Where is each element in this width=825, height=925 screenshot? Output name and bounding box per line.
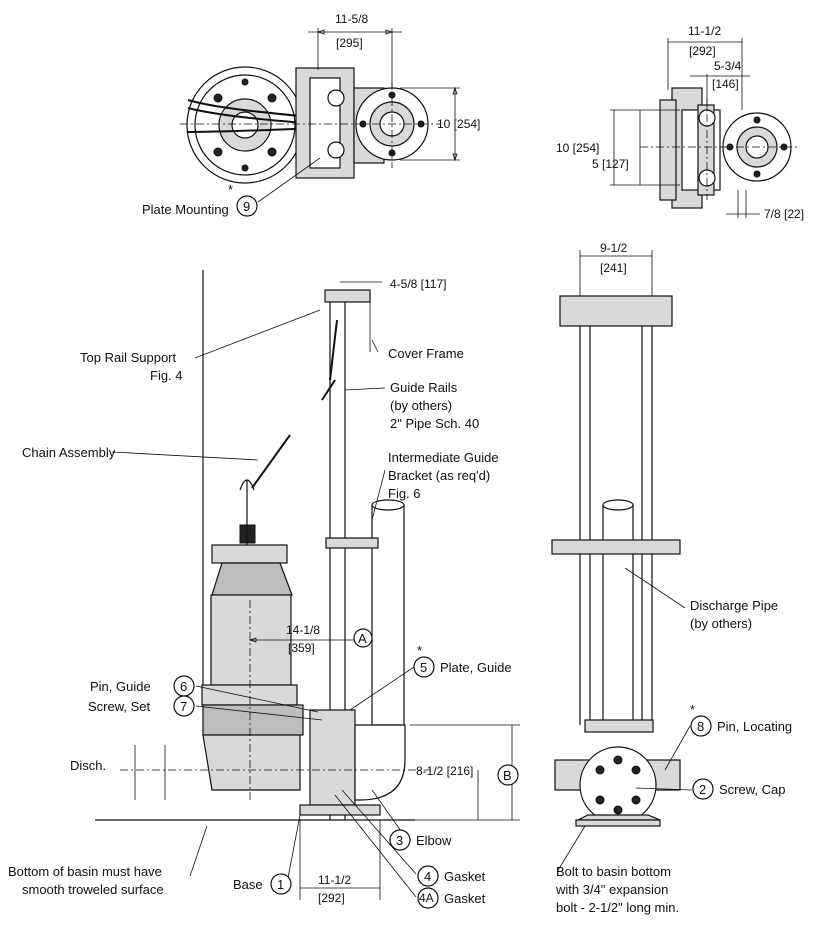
callout-7-number: 7: [180, 699, 187, 714]
label-elbow: Elbow: [416, 833, 452, 848]
plate-guide-note: *: [417, 643, 422, 658]
top-right-dim-offset: 5-3/4: [714, 59, 742, 73]
callout-a: [353, 628, 373, 648]
callout-1-number: 1: [277, 877, 284, 892]
callout-2: [692, 778, 714, 800]
label-discharge-pipe-1: Discharge Pipe: [690, 598, 778, 613]
label-screw-cap: Screw, Cap: [719, 782, 785, 797]
basin-note-2: smooth troweled surface: [22, 882, 164, 897]
label-screw-set: Screw, Set: [88, 699, 151, 714]
top-left-dim-height: 10 [254]: [437, 117, 480, 131]
callout-4a: [417, 887, 439, 909]
top-left-dim-width: 11-5/8: [335, 12, 368, 26]
dim-pump-to-rail: 14-1/8: [286, 623, 320, 637]
label-pin-locating: Pin, Locating: [717, 719, 792, 734]
front-dim-width: 9-1/2: [600, 241, 628, 255]
label-disch: Disch.: [70, 758, 106, 773]
callout-5: [413, 656, 435, 678]
top-left-dim-width-mm: [295]: [336, 36, 363, 50]
label-plate-guide: Plate, Guide: [440, 660, 512, 675]
top-right-dim-half-height: 5 [127]: [592, 157, 629, 171]
top-right-dim-offset-mm: [146]: [712, 77, 739, 91]
pin-locating-note: *: [690, 702, 695, 717]
callout-8: [690, 715, 712, 737]
callout-3-number: 3: [396, 833, 403, 848]
callout-4: [417, 865, 439, 887]
label-top-rail-support: Top Rail Support: [80, 350, 176, 365]
callout-b-letter: B: [503, 768, 512, 783]
top-right-plan-view: [610, 38, 800, 218]
label-gasket: Gasket: [444, 869, 486, 884]
label-guide-rails-2: (by others): [390, 398, 452, 413]
callout-4-number: 4: [424, 869, 431, 884]
dim-base-height: 8-1/2 [216]: [416, 764, 473, 778]
top-right-dim-height: 10 [254]: [556, 141, 599, 155]
label-base: Base: [233, 877, 263, 892]
label-pin-guide: Pin, Guide: [90, 679, 151, 694]
callout-6-number: 6: [180, 679, 187, 694]
top-right-dim-width: 11-1/2: [688, 24, 721, 38]
label-top-rail-support-fig: Fig. 4: [150, 368, 183, 383]
callout-2-number: 2: [699, 782, 706, 797]
basin-note-1: Bottom of basin must have: [8, 864, 162, 879]
bolt-note-2: with 3/4" expansion: [555, 882, 668, 897]
front-elevation-view: [551, 250, 693, 873]
callout-b: [497, 764, 519, 786]
callout-4a-number: 4A: [419, 891, 434, 905]
front-dim-width-mm: [241]: [600, 261, 627, 275]
bolt-note-1: Bolt to basin bottom: [556, 864, 671, 879]
dim-pump-to-rail-mm: [359]: [288, 641, 315, 655]
callout-3: [389, 829, 411, 851]
dim-rail-offset: 4-5/8 [117]: [390, 277, 446, 291]
plate-mounting-note: *: [228, 182, 233, 197]
callout-1: [270, 873, 292, 895]
label-cover-frame: Cover Frame: [388, 346, 464, 361]
callout-9: [236, 195, 258, 217]
label-intermediate-1: Intermediate Guide: [388, 450, 499, 465]
bolt-note-3: bolt - 2-1/2" long min.: [556, 900, 679, 915]
plate-mounting-label: Plate Mounting: [142, 202, 229, 217]
callout-7: [173, 695, 195, 717]
top-right-dim-flange: 7/8 [22]: [764, 207, 804, 221]
label-discharge-pipe-2: (by others): [690, 616, 752, 631]
top-right-dim-width-mm: [292]: [689, 44, 716, 58]
side-elevation-view: [95, 270, 520, 900]
label-guide-rails-1: Guide Rails: [390, 380, 458, 395]
callout-5-number: 5: [420, 660, 427, 675]
callout-8-number: 8: [697, 719, 704, 734]
label-guide-rails-3: 2" Pipe Sch. 40: [390, 416, 479, 431]
label-chain-assembly: Chain Assembly: [22, 445, 116, 460]
label-gasket-4a: Gasket: [444, 891, 486, 906]
label-intermediate-3: Fig. 6: [388, 486, 421, 501]
label-intermediate-2: Bracket (as req'd): [388, 468, 490, 483]
callout-9-number: 9: [243, 199, 250, 214]
dim-base-width-mm: [292]: [318, 891, 345, 905]
dim-base-width: 11-1/2: [318, 873, 351, 887]
callout-a-letter: A: [358, 631, 367, 646]
top-left-plan-view: [180, 28, 460, 203]
